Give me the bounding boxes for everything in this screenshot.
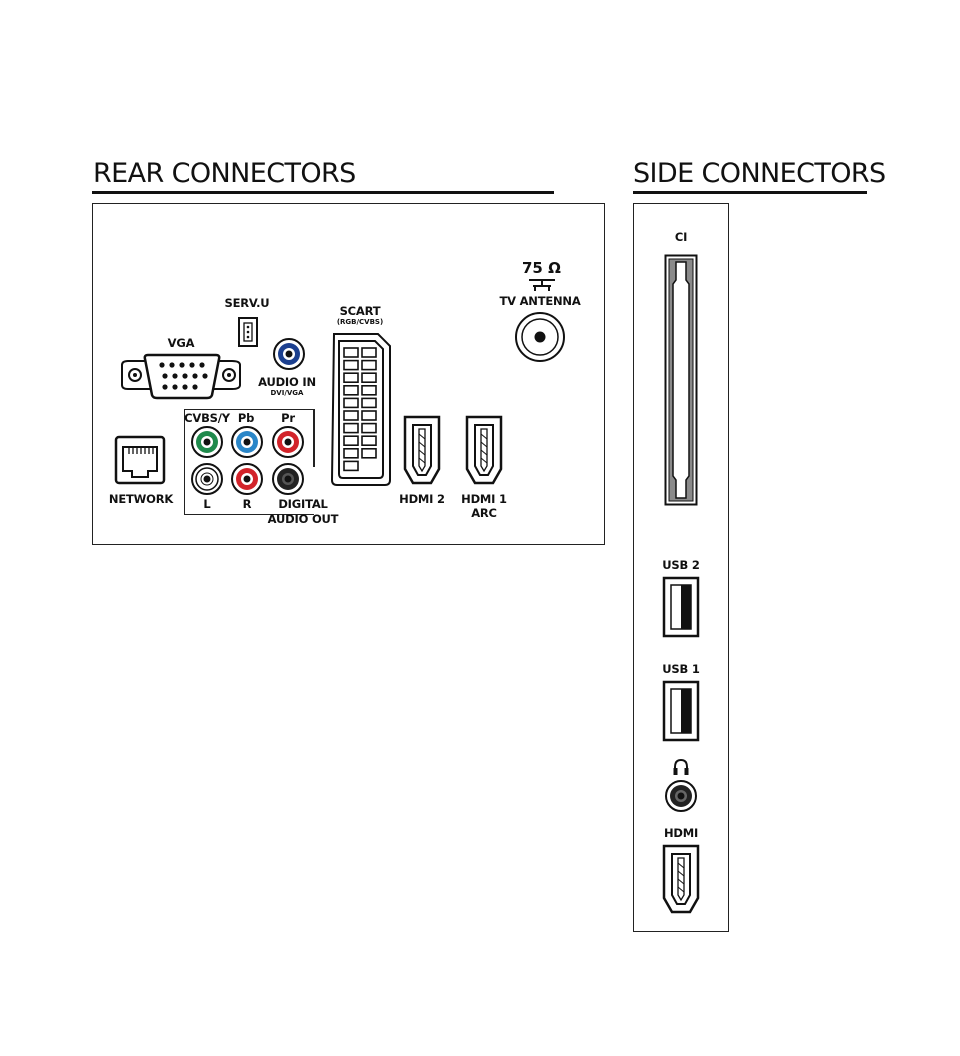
antenna-impedance-label: 75 Ω <box>522 259 561 277</box>
cvbs-y-jack <box>191 426 223 458</box>
scart-sub-label: (RGB/CVBS) <box>336 318 384 326</box>
pr-label: Pr <box>281 411 295 425</box>
scart-pin <box>361 384 377 396</box>
side-title-underline <box>633 191 867 194</box>
scart-pin <box>343 422 359 434</box>
scart-pin <box>343 384 359 396</box>
scart-pin <box>361 372 377 384</box>
audio-r-label: R <box>242 497 252 511</box>
hdmi-1-arc-port <box>465 415 503 485</box>
side-connectors-title: SIDE CONNECTORS <box>633 158 886 189</box>
av-input-group-frame <box>184 409 314 515</box>
digital-label-line1: DIGITAL <box>278 497 328 511</box>
audio-r-jack <box>231 463 263 495</box>
cvbs-y-label: CVBS/Y <box>184 411 230 425</box>
side-hdmi-label: HDMI <box>663 826 699 840</box>
hdmi-1-label: HDMI 1 <box>461 492 507 506</box>
usb-1-label: USB 1 <box>662 662 700 676</box>
antenna-symbol-icon <box>529 279 555 291</box>
serv-u-label: SERV.U <box>224 296 270 310</box>
tv-antenna-label: TV ANTENNA <box>499 294 581 308</box>
scart-pin <box>343 410 359 421</box>
audio-in-sub-label: DVI/VGA <box>270 389 304 397</box>
scart-pin <box>343 359 359 371</box>
audio-in-label: AUDIO IN <box>258 375 316 389</box>
digital-audio-out-jack <box>272 463 304 495</box>
audio-l-label: L <box>203 497 211 511</box>
hdmi-1-arc-label: ARC <box>471 506 497 520</box>
pr-jack <box>272 426 304 458</box>
audio-in-jack <box>273 338 305 370</box>
hdmi-2-label: HDMI 2 <box>399 492 445 506</box>
digital-label-line2: AUDIO OUT <box>267 512 339 526</box>
scart-pin <box>361 397 377 409</box>
scart-pin <box>343 460 359 472</box>
usb-1-port <box>662 680 700 742</box>
ci-slot <box>664 254 698 506</box>
scart-pin <box>343 397 359 409</box>
usb-2-port <box>662 576 700 638</box>
scart-pin <box>343 435 359 446</box>
av-group-frame-right <box>313 409 315 467</box>
network-port <box>114 435 166 485</box>
scart-pin <box>361 410 377 421</box>
scart-pin <box>361 347 377 358</box>
side-hdmi-port <box>662 844 700 914</box>
pb-jack <box>231 426 263 458</box>
serv-u-port <box>238 317 258 347</box>
antenna-port <box>515 312 565 362</box>
headphone-jack <box>665 780 697 812</box>
audio-l-jack <box>191 463 223 495</box>
scart-pin <box>361 359 377 371</box>
pb-label: Pb <box>237 411 255 425</box>
scart-pin <box>343 372 359 384</box>
scart-pin <box>343 347 359 358</box>
ci-label: CI <box>674 230 688 244</box>
usb-2-label: USB 2 <box>662 558 700 572</box>
scart-pin <box>343 448 359 459</box>
headphones-icon <box>673 758 689 775</box>
network-label: NETWORK <box>108 492 174 506</box>
hdmi-2-port <box>403 415 441 485</box>
rear-connectors-title: REAR CONNECTORS <box>93 158 356 189</box>
scart-pin <box>361 435 377 446</box>
scart-label: SCART <box>339 304 381 318</box>
vga-port <box>121 353 241 400</box>
scart-pin <box>361 448 377 459</box>
vga-label: VGA <box>167 336 195 350</box>
scart-port <box>330 333 391 486</box>
scart-pin <box>361 422 377 434</box>
rear-title-underline <box>92 191 554 194</box>
